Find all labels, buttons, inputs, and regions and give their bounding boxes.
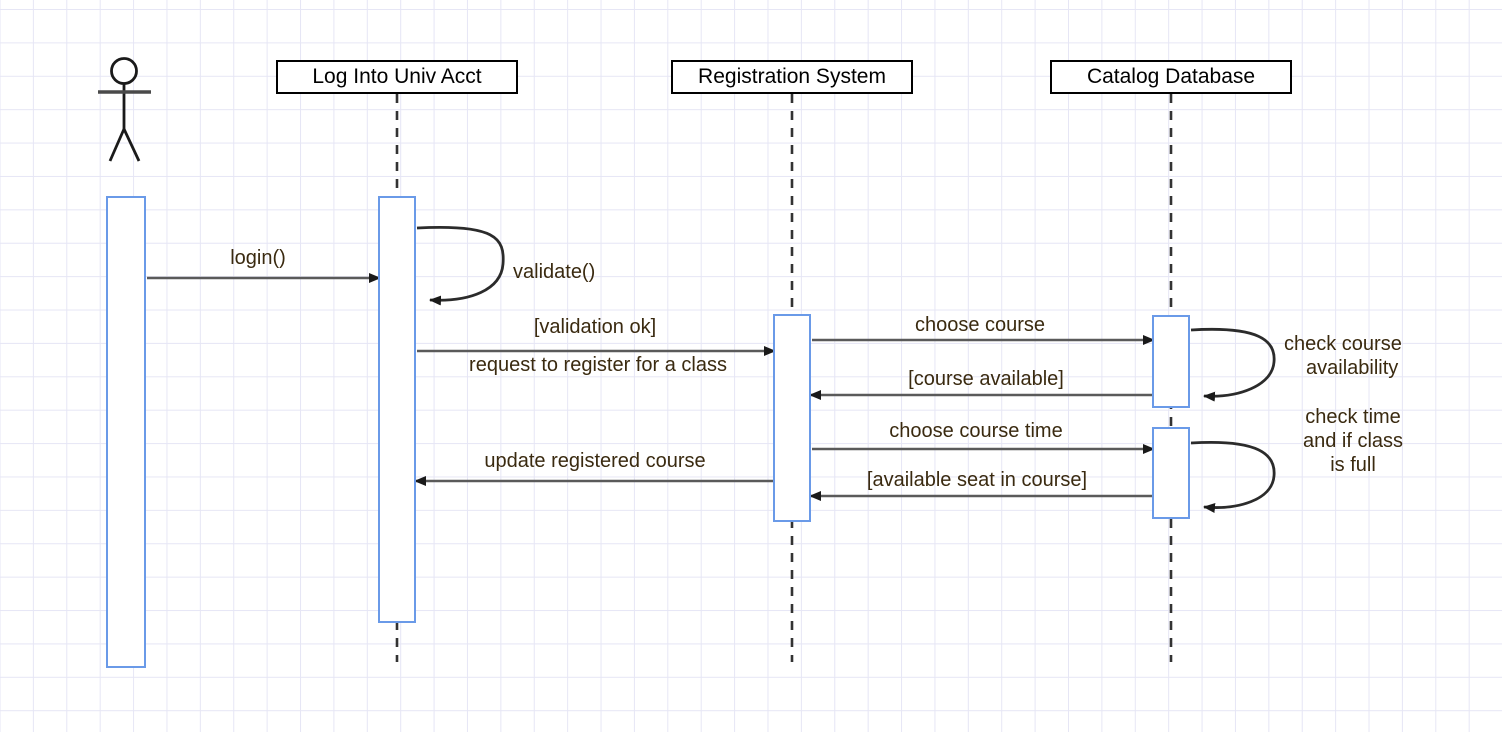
check-course-availability-line-1: check course	[1284, 333, 1402, 355]
message-label-check-time-class-full: check time and if class is full	[1274, 405, 1432, 477]
message-label-choose-course: choose course	[914, 314, 1046, 336]
message-label-course-available: [course available]	[908, 368, 1064, 390]
check-time-class-full-line-1: check time	[1305, 406, 1401, 428]
message-label-available-seat: [available seat in course]	[866, 469, 1088, 491]
message-label-validate: validate()	[513, 261, 596, 283]
message-validate-arc	[416, 225, 505, 306]
activation-catalog-database-1[interactable]	[1152, 315, 1190, 408]
activation-actor[interactable]	[106, 196, 146, 668]
message-label-request-to-register: request to register for a class	[469, 354, 727, 376]
check-course-availability-line-2: availability	[1306, 357, 1399, 379]
message-label-update-registered-course: update registered course	[484, 450, 706, 472]
activation-registration-system[interactable]	[773, 314, 811, 522]
activation-log-into-univ-acct[interactable]	[378, 196, 416, 623]
message-label-check-course-availability: check course availability	[1284, 332, 1484, 380]
activation-catalog-database-2[interactable]	[1152, 427, 1190, 519]
message-label-login: login()	[230, 247, 286, 269]
check-time-class-full-line-3: is full	[1330, 454, 1376, 476]
actor-icon	[98, 57, 151, 162]
message-label-validation-ok: [validation ok]	[533, 316, 657, 338]
message-check-time-class-full-arc	[1190, 440, 1276, 513]
lifeline-header-log-into-univ-acct[interactable]: Log Into Univ Acct	[276, 60, 518, 94]
lifeline-header-registration-system[interactable]: Registration System	[671, 60, 913, 94]
lifeline-header-catalog-database[interactable]: Catalog Database	[1050, 60, 1292, 94]
check-time-class-full-line-2: and if class	[1302, 430, 1404, 452]
message-label-choose-course-time: choose course time	[889, 420, 1063, 442]
message-check-course-availability-arc	[1190, 327, 1276, 402]
